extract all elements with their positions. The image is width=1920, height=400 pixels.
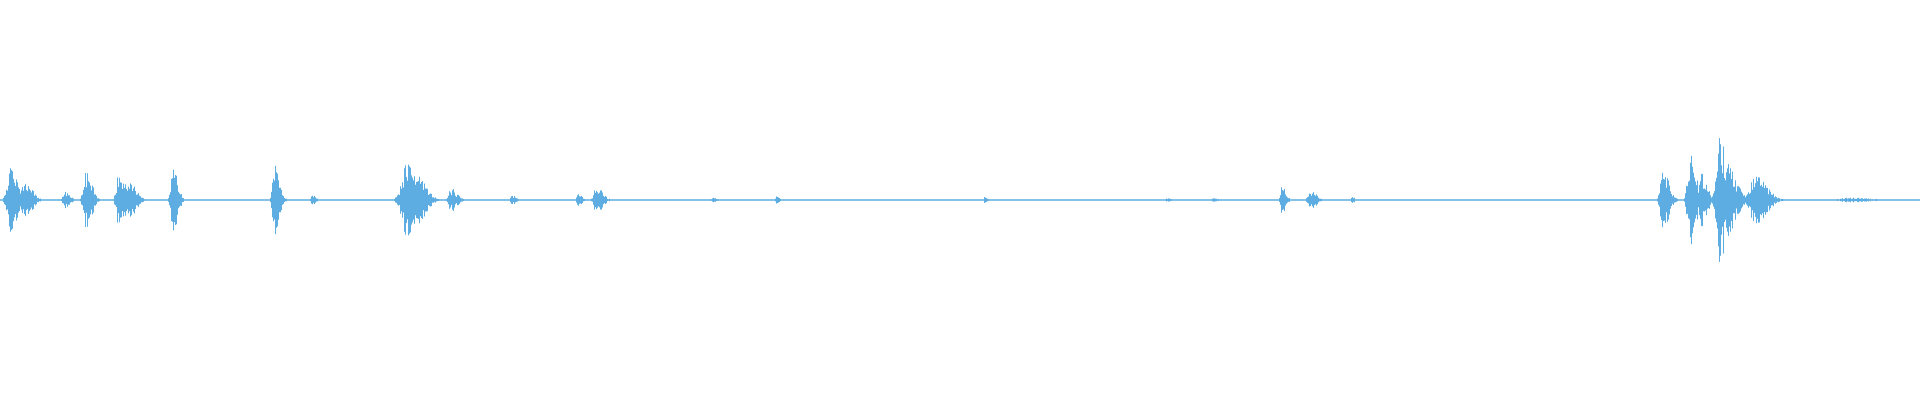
waveform-samples bbox=[0, 138, 1920, 262]
